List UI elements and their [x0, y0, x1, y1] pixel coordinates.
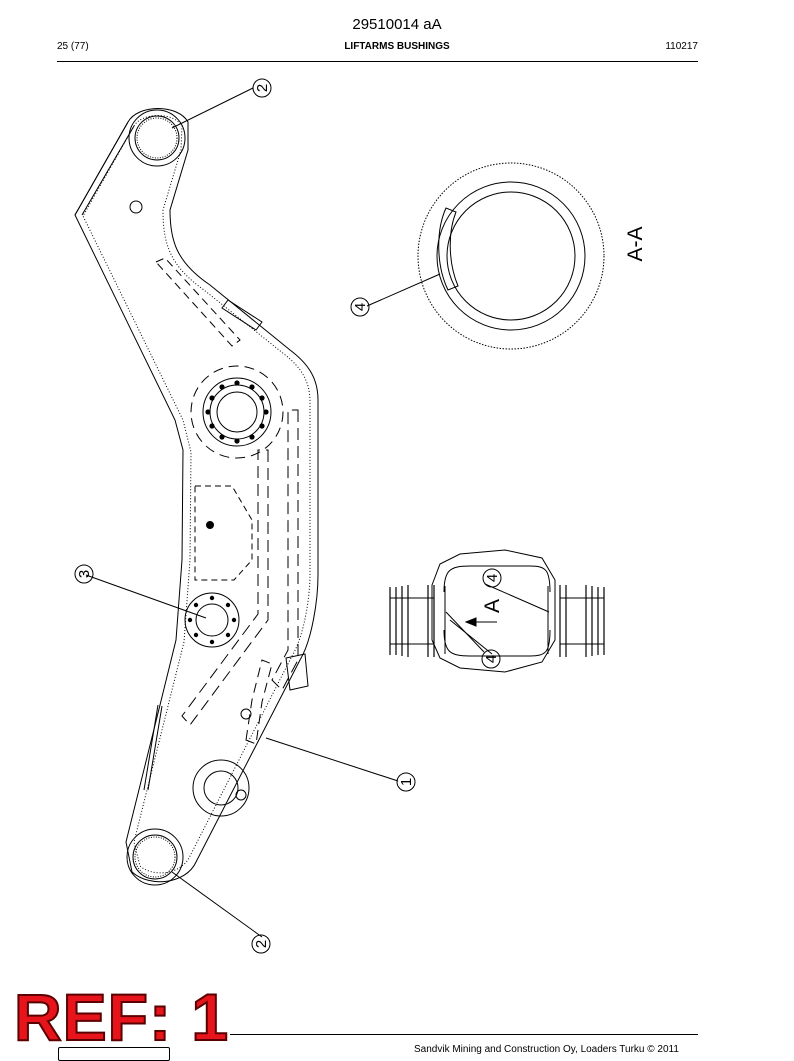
- footer-rule: [230, 1034, 698, 1035]
- ref-stamp: REF: 1: [13, 980, 230, 1054]
- company-logo-frame: [58, 1047, 170, 1061]
- callout-2-top: 2: [254, 84, 271, 92]
- bushing-bottom: [126, 828, 184, 886]
- lower-boss: [192, 759, 250, 817]
- liftarm-outline: [74, 108, 319, 883]
- callout-circle-3: [74, 564, 94, 584]
- document-number: 29510014 aA: [352, 16, 442, 33]
- callout-4-section: 4: [352, 303, 369, 311]
- section-aa-outer: [417, 162, 605, 350]
- page-count: 25 (77): [57, 41, 89, 52]
- callout-circle-4-lower: [481, 649, 501, 669]
- page-title: LIFTARMS BUSHINGS: [344, 41, 450, 52]
- footer-copyright: Sandvik Mining and Construction Oy, Load…: [414, 1044, 679, 1055]
- callout-circle-1: [396, 772, 416, 792]
- bushing-side-view: [431, 549, 556, 673]
- callout-4-upper: 4: [484, 574, 501, 582]
- callout-2-bottom: 2: [253, 940, 270, 948]
- callout-circle-4-section: [350, 297, 370, 317]
- document-date: 110217: [665, 41, 698, 52]
- section-label: A-A: [624, 226, 647, 261]
- callout-1: 1: [398, 778, 415, 786]
- callout-circle-4-upper: [482, 568, 502, 588]
- bushing-top: [128, 109, 186, 167]
- view-arrow-label: A: [481, 599, 504, 613]
- lower-flange: [184, 592, 240, 648]
- callout-circle-2-top: [252, 78, 272, 98]
- callout-4-lower: 4: [483, 655, 500, 663]
- liftarm-inner-outline: [82, 115, 311, 874]
- callout-3: 3: [76, 570, 93, 578]
- center-flange: [202, 377, 272, 447]
- callout-circle-2-bottom: [251, 934, 271, 954]
- header-rule: [57, 61, 698, 62]
